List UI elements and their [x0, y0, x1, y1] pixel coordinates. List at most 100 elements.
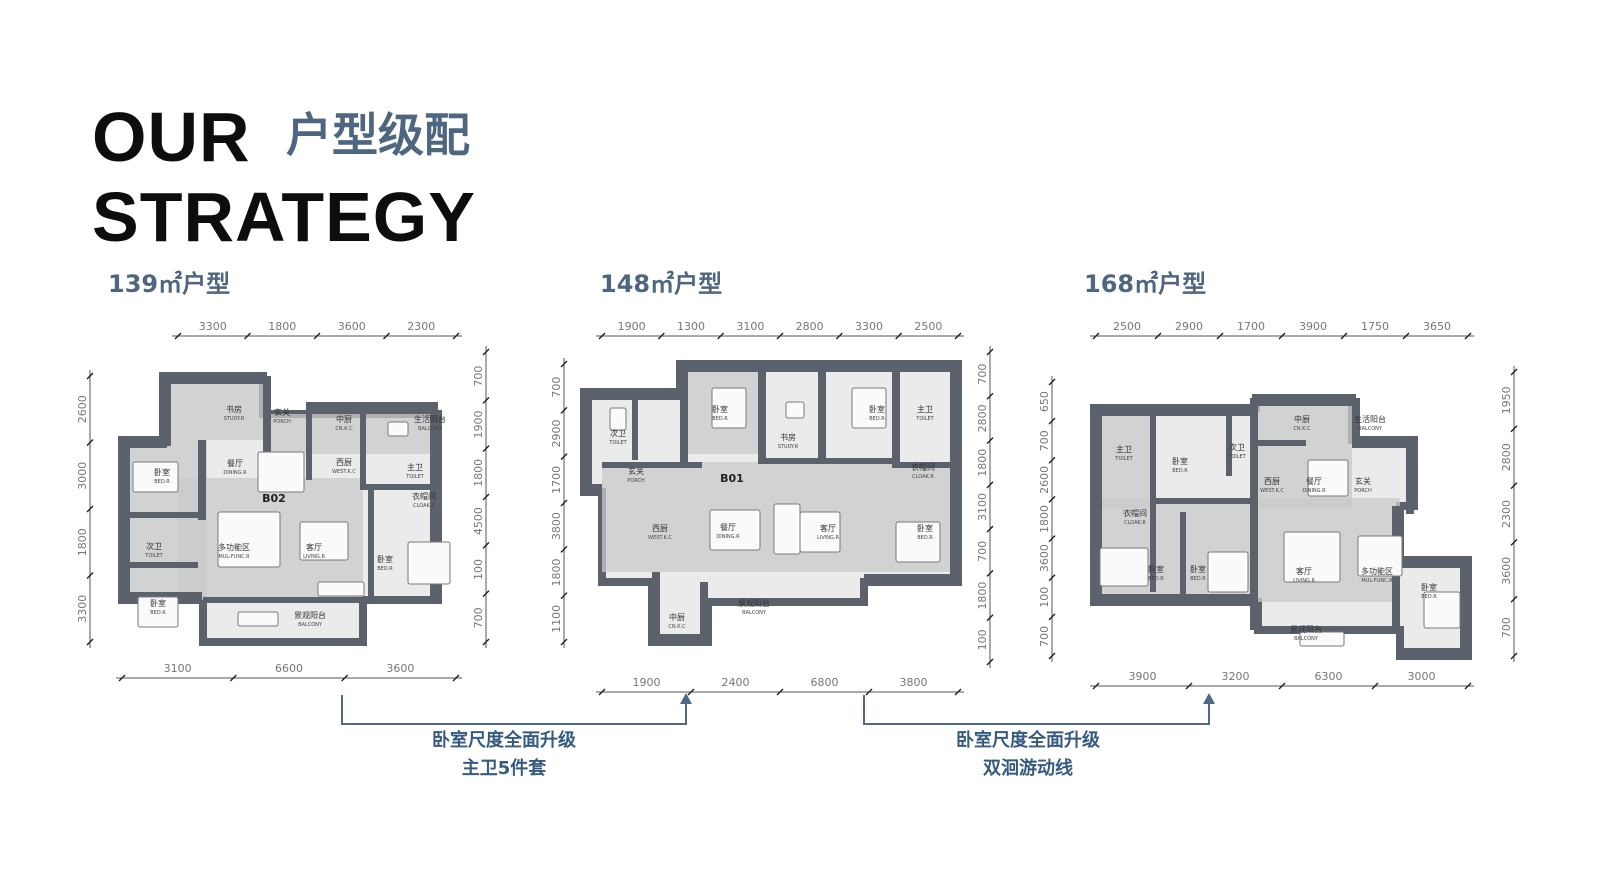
room-name-cn: 衣帽间 [1123, 508, 1147, 518]
room-name-cn: 衣帽间 [412, 491, 436, 501]
room-name-cn: 餐厅 [227, 459, 243, 468]
room-name-cn: 次卫 [610, 428, 626, 438]
furniture [1099, 547, 1149, 587]
furniture [1299, 631, 1345, 647]
dimension-label: 3600 [1040, 544, 1051, 572]
room-name-en: BED.R [377, 566, 393, 572]
room-name-cn: 玄关 [628, 466, 644, 476]
room-name-cn: 景观阳台 [738, 598, 770, 608]
dimension-label: 700 [1040, 626, 1051, 647]
room-name-en: BED.R [1190, 576, 1206, 582]
dimension-label: 2600 [1040, 466, 1051, 494]
dimension-label: 1800 [976, 582, 989, 610]
wall [892, 364, 900, 464]
room-label: 客厅 LIVING.R [1293, 566, 1315, 584]
room-name-en: BED.R [1148, 576, 1164, 582]
room-name-en: CN.K.C [668, 624, 686, 630]
dimension-label: 3800 [900, 676, 928, 689]
room-name-cn: 主卫 [407, 462, 423, 472]
dimension-label: 700 [1040, 430, 1051, 451]
furniture [799, 511, 841, 553]
room-name-cn: 卧室 [1421, 582, 1437, 592]
room-name-cn: 玄关 [274, 407, 290, 417]
room-name-cn: 西厨 [336, 458, 352, 467]
furniture [1283, 531, 1341, 583]
room-name-en: LIVING.R [1293, 578, 1315, 584]
dimension-label: 2500 [914, 320, 942, 333]
unit-code: B02 [262, 492, 286, 505]
furniture [317, 581, 365, 597]
wall [306, 402, 438, 410]
room-name-en: TOILET [405, 474, 424, 480]
room-name-cn: 卧室 [150, 598, 166, 608]
dimension-label: 3000 [78, 462, 89, 490]
wall [198, 440, 206, 520]
wall [818, 364, 826, 462]
room-name-cn: 卧室 [377, 554, 393, 564]
wall [263, 408, 271, 458]
room-name-en: TOILET [1227, 454, 1246, 460]
dimension-label: 3650 [1423, 320, 1451, 333]
dimension-label: 3000 [1408, 670, 1436, 683]
wall [700, 582, 708, 642]
upgrade-arrow-2-icon [1203, 693, 1215, 704]
furniture [711, 387, 747, 429]
room-name-cn: 西厨 [652, 524, 668, 533]
dimension-label: 650 [1040, 391, 1051, 412]
dimension-label: 1100 [552, 605, 563, 633]
room-name-en: CN.K.C [1293, 426, 1311, 432]
dimension-label: 1300 [677, 320, 705, 333]
room-name-en: DINING.R [1302, 488, 1326, 494]
room-name-cn: 客厅 [1296, 566, 1312, 576]
room-name-en: BED.R [869, 416, 885, 422]
dimension-label: 3600 [386, 662, 414, 675]
wall [584, 392, 680, 400]
dimension-label: 100 [1040, 587, 1051, 608]
wall [368, 490, 374, 600]
upgrade-2-line1: 卧室尺度全面升级 [956, 730, 1100, 751]
dimension-label: 3300 [855, 320, 883, 333]
wall [584, 392, 592, 492]
unit-label-148: 148㎡户型 [600, 270, 723, 298]
wall [1094, 408, 1256, 416]
furniture [709, 509, 761, 551]
room-name-cn: 次卫 [1229, 442, 1245, 452]
room-name-cn: 次卫 [146, 541, 162, 551]
dimension-label: 3200 [1222, 670, 1250, 683]
dimension-label: 3900 [1299, 320, 1327, 333]
room-name-en: BALCONY [418, 426, 443, 432]
floor-area [163, 376, 263, 440]
wall [680, 364, 688, 464]
furniture [1307, 459, 1349, 497]
wall [1256, 398, 1352, 406]
room-name-en: BED.R [1421, 594, 1437, 600]
upgrade-connector-1 [341, 695, 687, 725]
wall [360, 410, 366, 490]
room-name-cn: 卧室 [917, 523, 933, 533]
upgrade-caption-1: 卧室尺度全面升级 主卫5件套 [374, 727, 634, 783]
title-strategy: STRATEGY [92, 178, 476, 256]
dimension-label: 6600 [275, 662, 303, 675]
wall [1094, 408, 1102, 602]
room-name-en: CN.K.C [335, 426, 353, 432]
wall [1392, 560, 1468, 568]
room-name-cn: 卧室 [1172, 456, 1188, 466]
